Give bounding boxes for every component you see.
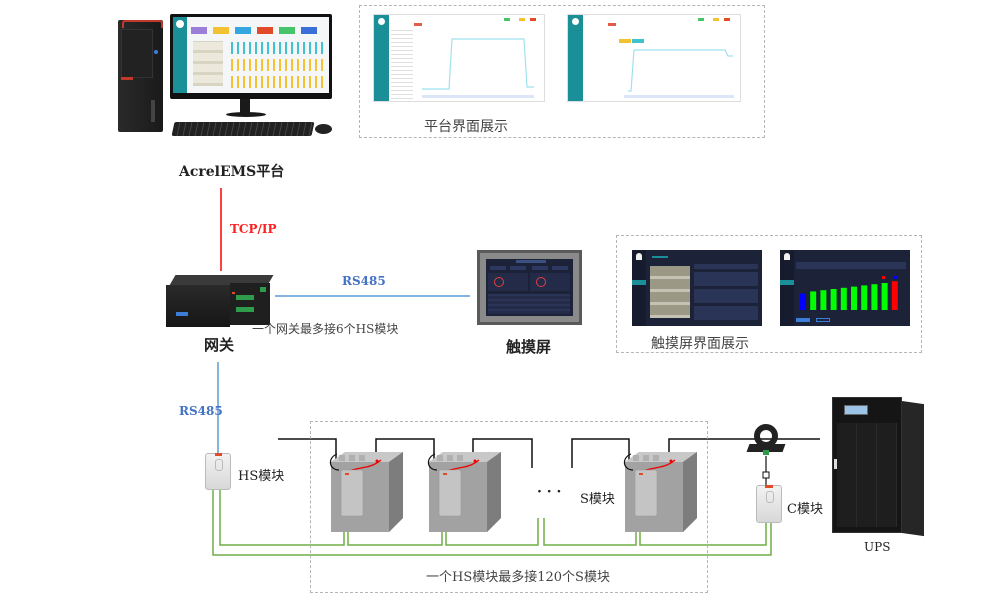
touch-chart-bar [820,290,827,310]
platform-display-box [359,5,765,138]
gateway-label: 网关 [204,336,235,354]
hs-capacity-note: 一个HS模块最多接120个S模块 [426,570,610,585]
touch-chart-bar [851,286,857,310]
platform-dashboard-thumbnail [173,17,329,93]
touch-chart-bar [830,289,837,310]
touch-chart-bar [840,287,847,310]
platform-line-chart-1 [422,38,534,98]
ups-cabinet-icon [832,397,924,537]
monitor-icon [170,14,332,99]
gateway-capacity-note: 一个网关最多接6个HS模块 [252,322,399,336]
current-transformer-icon [746,424,786,456]
touchscreen-device [477,250,582,325]
touchscreen-display-label: 触摸屏界面展示 [651,336,749,352]
platform-screenshot-2 [567,14,741,102]
s-module-group-box [310,421,708,593]
battery-with-s-module-3 [619,448,699,536]
tcpip-label: TCP/IP [230,222,277,236]
battery-with-s-module-1 [325,448,405,536]
battery-with-s-module-2 [423,448,503,536]
rs485-label-left: RS485 [179,404,223,418]
legend-swatch-min [882,276,885,279]
touchscreen-display-thumbnail [486,259,573,316]
platform-line-chart-2 [624,49,734,98]
touch-chart-bar [871,284,878,310]
keyboard-icon [171,122,315,136]
touch-chart-bar [881,283,888,310]
platform-label: AcrelEMS平台 [179,164,285,180]
touch-chart-bar [891,281,898,310]
touchscreen-bar-chart [800,281,898,310]
mouse-icon [315,124,332,134]
touchscreen-screenshot-1 [632,250,762,326]
rs485-label-top: RS485 [342,274,386,288]
touchscreen-screenshot-2 [780,250,910,326]
hs-module-label: HS模块 [238,469,285,484]
c-module-device [756,485,782,523]
touch-chart-bar [810,291,817,310]
ct-connector-icon [762,471,770,479]
s-module-label: S模块 [580,492,615,507]
ups-label: UPS [864,540,891,554]
touchscreen-display-box [616,235,922,353]
touch-chart-bar [861,285,868,310]
platform-display-label: 平台界面展示 [424,119,508,135]
ellipsis: · · · [537,484,562,500]
pc-tower-icon [118,20,163,132]
c-module-label: C模块 [787,502,823,517]
desktop-computer [118,14,338,140]
touchscreen-label: 触摸屏 [506,338,552,356]
legend-swatch-max [894,276,897,279]
hs-module-device [205,453,231,490]
platform-screenshot-1 [373,14,545,102]
gateway-device-icon [166,275,274,330]
touch-chart-bar [800,293,806,310]
